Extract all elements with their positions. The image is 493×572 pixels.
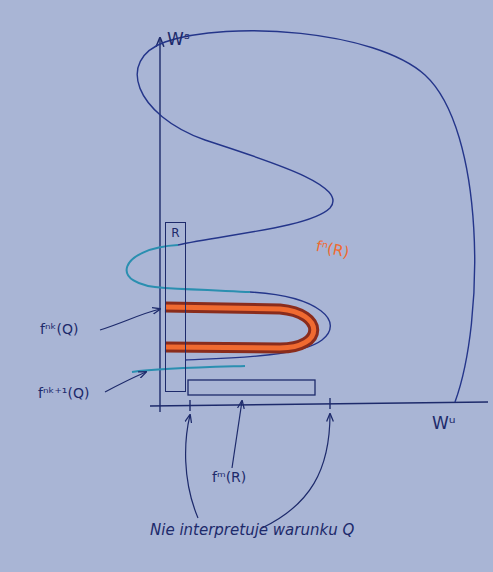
leader-arrow: [262, 414, 330, 528]
axis-label: Wˢ: [167, 30, 190, 49]
tick: [189, 400, 190, 411]
leader-arrow: [100, 309, 160, 330]
image-rectangle: [188, 380, 315, 395]
manifold-curve: [137, 31, 474, 402]
leader-arrow: [186, 415, 198, 518]
highlighted-curve: [127, 245, 250, 292]
note: Nie interpretuje warunku Q: [150, 522, 354, 539]
stable-manifold-axis: [159, 38, 160, 412]
image-band: [165, 307, 314, 348]
leader-arrow: [232, 401, 242, 468]
unstable-manifold-axis: [150, 402, 488, 406]
leader-arrow: [105, 372, 146, 392]
highlighted-curve: [132, 366, 245, 372]
axis-label: Wᵘ: [432, 414, 456, 433]
image-band-outline: [165, 307, 314, 348]
set-label: fᵐ(R): [212, 470, 246, 485]
region-name: R: [166, 223, 185, 240]
region-box: R: [165, 222, 186, 392]
set-label: fⁿᵏ(Q): [40, 322, 78, 337]
tick: [329, 398, 330, 409]
set-label: fⁿ(R): [315, 238, 351, 261]
set-label: fⁿᵏ⁺¹(Q): [38, 386, 89, 401]
